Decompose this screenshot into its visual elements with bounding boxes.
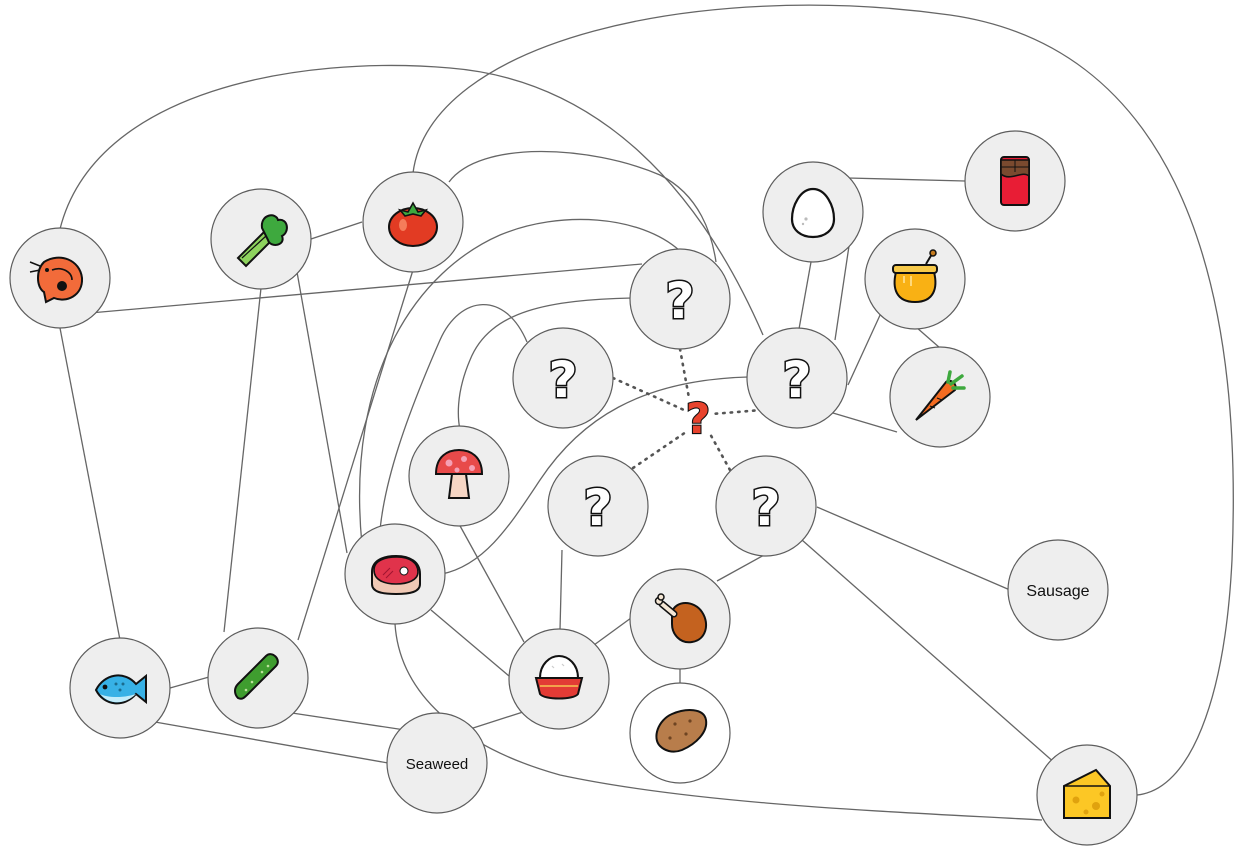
node-fish[interactable] (69, 637, 171, 739)
node-meat[interactable] (344, 523, 446, 625)
fish-icon (94, 673, 147, 705)
hidden-link-unknown2 (611, 376, 686, 412)
drumstick-icon (654, 593, 708, 644)
edge-unknown5-sausage (816, 506, 1011, 591)
edge-egg-unknown3-b (834, 245, 850, 341)
edge-fish-cucumber (169, 676, 210, 689)
hidden-link-unknown1 (678, 347, 691, 400)
node-egg[interactable] (762, 161, 864, 263)
node-label-sausage: Sausage (1026, 583, 1089, 600)
unknown-question-mark: ? (751, 479, 780, 537)
hidden-link-unknown5 (707, 430, 732, 472)
unknown-question-mark: ? (782, 351, 811, 409)
edge-cucumber-seaweed (291, 712, 406, 731)
node-label-seaweed: Seaweed (406, 756, 469, 773)
node-unknown-3[interactable]: ? (746, 327, 848, 429)
mushroom-icon (434, 448, 484, 499)
edge-tomato-unknown3 (412, 4, 1234, 796)
node-mushroom[interactable] (408, 425, 510, 527)
edge-tomato-cucumber (297, 269, 414, 641)
node-tomato[interactable] (362, 171, 464, 273)
edge-shrimp-fish (59, 327, 121, 641)
edge-unknown5-drumstick (716, 553, 767, 582)
node-cheese[interactable] (1036, 744, 1138, 846)
node-unknown-1[interactable]: ? (629, 248, 731, 350)
edge-unknown5-cheese (801, 539, 1057, 765)
edge-mushroom-rice (458, 523, 525, 643)
node-unknown-2[interactable]: ? (512, 327, 614, 429)
unknown-question-mark: ? (583, 479, 612, 537)
edge-egg-unknown3 (798, 261, 812, 330)
edge-unknown3-meat (441, 376, 749, 575)
hidden-link-layer (611, 347, 764, 472)
edge-shrimp-drumstick (59, 64, 764, 336)
node-unknown-4[interactable]: ? (547, 455, 649, 557)
edge-egg-chocolate (847, 177, 966, 182)
center-question-mark: ? (686, 394, 710, 443)
edge-meat-rice (430, 609, 510, 677)
edge-unknown1-meat (358, 218, 681, 546)
carrot-icon (915, 370, 966, 421)
rice-bowl-icon (534, 654, 584, 700)
edge-celery-cucumber (223, 287, 262, 633)
edge-celery-tomato (310, 221, 363, 240)
egg-icon (790, 187, 836, 239)
node-cucumber[interactable] (207, 627, 309, 729)
potato-icon (655, 709, 708, 753)
node-celery[interactable] (210, 188, 312, 290)
edge-fish-seaweed (154, 721, 389, 764)
shrimp-icon (29, 256, 84, 304)
edge-drumstick-rice (593, 617, 632, 646)
edge-unknown2-meat (379, 304, 528, 531)
node-shrimp[interactable] (9, 227, 111, 329)
edge-meat-cheese (394, 623, 1043, 821)
edge-honey-unknown3 (847, 312, 882, 386)
edge-rice-seaweed (469, 711, 524, 730)
cucumber-icon (234, 653, 279, 700)
celery-icon (236, 214, 288, 268)
node-chocolate[interactable] (964, 130, 1066, 232)
unknown-question-mark: ? (548, 351, 577, 409)
unknown-question-mark: ? (665, 272, 694, 330)
edge-tomato-unknown1 (448, 150, 717, 263)
edge-honey-carrot (915, 326, 941, 349)
node-sausage[interactable]: Sausage (1007, 539, 1109, 641)
edge-celery-meat (296, 271, 348, 554)
edge-shrimp-unknown1 (89, 263, 643, 314)
honey-pot-icon (892, 249, 938, 304)
tomato-icon (388, 201, 438, 247)
hidden-link-unknown3 (710, 408, 764, 416)
hidden-link-unknown4 (631, 430, 688, 470)
node-carrot[interactable] (889, 346, 991, 448)
edge-unknown1-mushroom (457, 297, 633, 431)
node-potato[interactable] (629, 682, 731, 784)
chocolate-bar-icon (1000, 156, 1030, 206)
node-honey[interactable] (864, 228, 966, 330)
node-unknown-5[interactable]: ? (715, 455, 817, 557)
node-rice[interactable] (508, 628, 610, 730)
edge-layer (59, 4, 1234, 821)
meat-icon (371, 554, 421, 596)
edge-unknown3-carrot (832, 412, 898, 433)
node-drumstick[interactable] (629, 568, 731, 670)
edge-unknown4-rice (559, 549, 563, 631)
cheese-icon (1063, 768, 1111, 819)
node-seaweed[interactable]: Seaweed (386, 712, 488, 814)
